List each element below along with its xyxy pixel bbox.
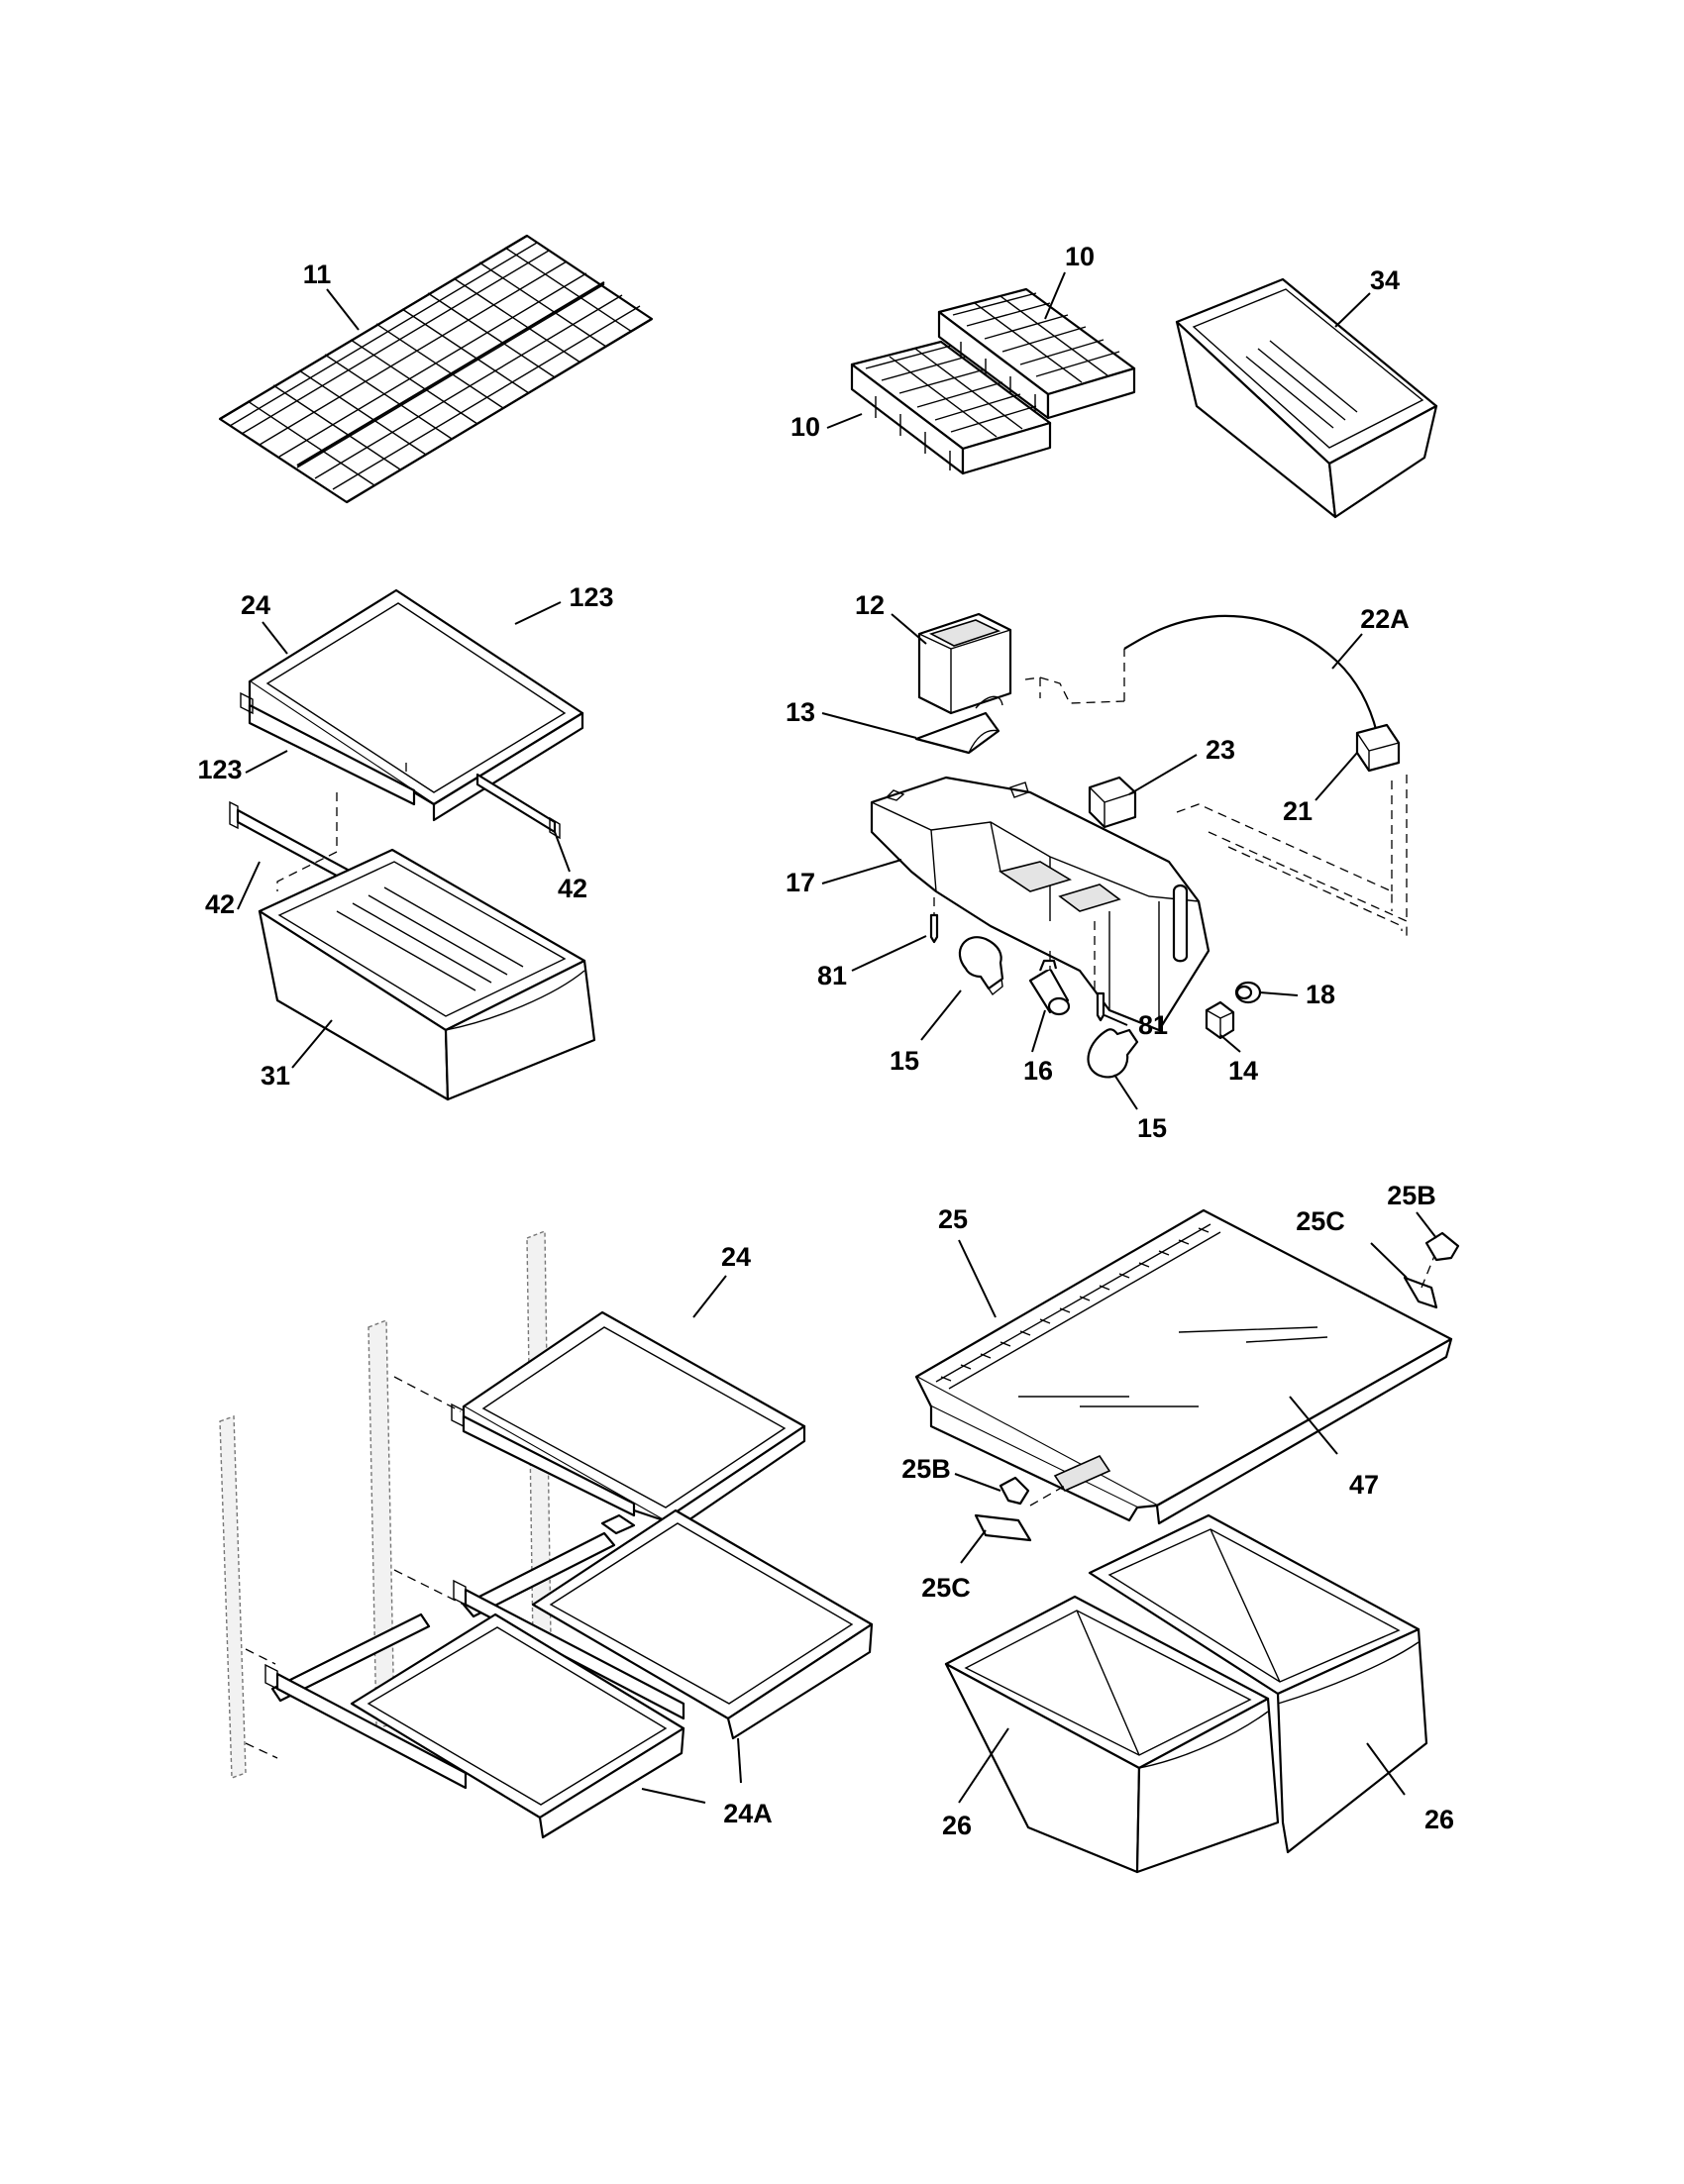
part-18-plug bbox=[1234, 981, 1262, 1004]
part-25B-clip-left bbox=[999, 1476, 1030, 1506]
callout-81-right: 81 bbox=[1138, 1010, 1168, 1040]
part-24A-glass-shelf-bottom bbox=[264, 1612, 685, 1839]
control-group-guide-lines bbox=[933, 649, 1408, 990]
part-15-light-bulb-right bbox=[1087, 1028, 1139, 1079]
part-31-crisper-drawer bbox=[258, 848, 596, 1101]
callout-123-lower: 123 bbox=[197, 755, 242, 784]
part-24A-glass-shelf-middle bbox=[453, 1508, 874, 1740]
callout-15-left: 15 bbox=[890, 1046, 919, 1076]
part-12-damper-cover bbox=[917, 612, 1012, 715]
part-47-glass-insert bbox=[1018, 1326, 1328, 1407]
callout-34: 34 bbox=[1370, 265, 1400, 295]
callout-17: 17 bbox=[786, 868, 815, 897]
part-21-thermostat bbox=[1355, 723, 1401, 773]
part-81-screws bbox=[929, 913, 1105, 1022]
callout-14: 14 bbox=[1228, 1056, 1258, 1086]
lower-left-guide-lines bbox=[245, 1376, 465, 1759]
callout-18: 18 bbox=[1306, 980, 1335, 1009]
part-22A-capillary-wire bbox=[1123, 614, 1379, 734]
part-26-crisper-drawer-right bbox=[1088, 1513, 1428, 1854]
part-14-switch bbox=[1205, 1000, 1235, 1040]
callout-11: 11 bbox=[303, 260, 332, 289]
callout-12: 12 bbox=[855, 590, 885, 620]
part-16-lamp-socket bbox=[1028, 959, 1071, 1016]
part-26-crisper-drawer-left bbox=[944, 1595, 1280, 1874]
lower-right-guide-lines bbox=[1029, 1255, 1435, 1507]
callout-16: 16 bbox=[1023, 1056, 1053, 1086]
leader-lines bbox=[237, 271, 1437, 1804]
callout-26-right: 26 bbox=[1424, 1805, 1454, 1834]
callout-21: 21 bbox=[1283, 796, 1313, 826]
callout-31: 31 bbox=[261, 1061, 290, 1091]
part-24-glass-shelf-lower bbox=[451, 1310, 806, 1539]
part-25B-clip-right bbox=[1424, 1231, 1460, 1262]
callout-24-upper: 24 bbox=[241, 590, 270, 620]
callout-25B-right: 25B bbox=[1387, 1181, 1436, 1210]
part-17-control-housing bbox=[870, 776, 1210, 1032]
callout-23: 23 bbox=[1206, 735, 1235, 765]
callout-25: 25 bbox=[938, 1204, 968, 1234]
callout-25C-left: 25C bbox=[921, 1573, 971, 1603]
callout-10-front: 10 bbox=[790, 412, 820, 442]
callout-26-left: 26 bbox=[942, 1811, 972, 1840]
callout-13: 13 bbox=[786, 697, 815, 727]
part-10-ice-tray-front bbox=[850, 340, 1052, 475]
part-24-glass-shelf-upper-left bbox=[240, 588, 584, 822]
part-24-42-31-guide-lines bbox=[276, 763, 407, 891]
part-13-damper-baffle bbox=[914, 711, 1000, 755]
callout-10-rear: 10 bbox=[1065, 242, 1095, 271]
callout-42-right: 42 bbox=[558, 874, 587, 903]
callout-24A: 24A bbox=[723, 1799, 773, 1828]
callout-labels: 11 10 10 34 24 123 123 42 42 31 12 22A 1… bbox=[197, 242, 1454, 1840]
callout-123-upper: 123 bbox=[569, 582, 613, 612]
part-42-slide-rail-right bbox=[475, 773, 561, 840]
part-11-wire-shelf bbox=[218, 234, 654, 504]
part-25C-bracket-right bbox=[1403, 1276, 1438, 1309]
callout-22A: 22A bbox=[1360, 604, 1410, 634]
callout-25C-right: 25C bbox=[1296, 1206, 1345, 1236]
part-10-ice-tray-rear bbox=[937, 287, 1136, 420]
part-25-crisper-cover-frame bbox=[914, 1208, 1453, 1525]
part-23-control-switch bbox=[1088, 776, 1137, 829]
callout-81-left: 81 bbox=[817, 961, 847, 990]
callout-42-left: 42 bbox=[205, 889, 235, 919]
shelf-support-rails bbox=[219, 1229, 552, 1779]
callout-15-right: 15 bbox=[1137, 1113, 1167, 1143]
callout-25B-left: 25B bbox=[901, 1454, 951, 1484]
part-34-freezer-bin bbox=[1175, 277, 1438, 519]
callout-47: 47 bbox=[1349, 1470, 1379, 1500]
part-25C-bracket-left bbox=[974, 1513, 1032, 1542]
part-15-light-bulb-left bbox=[958, 936, 1004, 996]
callout-24-lower: 24 bbox=[721, 1242, 751, 1272]
